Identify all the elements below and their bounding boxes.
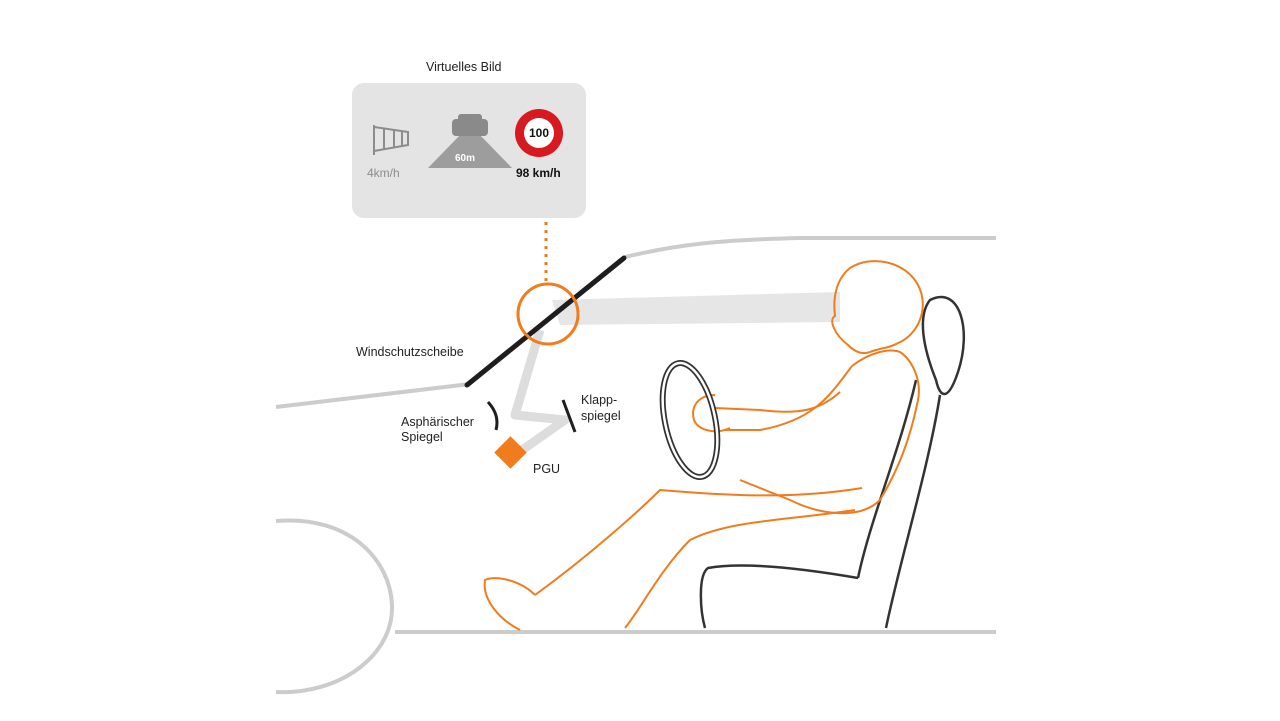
- aspheric-mirror-label-1: Asphärischer: [401, 415, 474, 429]
- driver-foot: [483, 577, 536, 631]
- car-ahead-icon: [428, 114, 512, 168]
- pgu-diamond-icon: [494, 436, 527, 469]
- aspheric-mirror-label-2: Spiegel: [401, 430, 443, 444]
- driver-head: [831, 260, 924, 355]
- light-beam: [552, 292, 840, 325]
- windsock-icon: [373, 125, 409, 155]
- fold-mirror-label-1: Klapp-: [581, 393, 618, 407]
- speed-limit-sign-icon: [515, 109, 563, 157]
- hood-line: [275, 382, 471, 409]
- optical-path: [510, 328, 570, 459]
- vehicle-speed-text: 98 km/h: [516, 166, 561, 180]
- pgu-label: PGU: [533, 462, 561, 476]
- car-outline: [275, 236, 996, 695]
- steering-wheel-icon: [659, 360, 721, 480]
- driver-seat-icon: [699, 295, 965, 629]
- aspheric-mirror-icon: [486, 400, 499, 431]
- front-wheel-arch: [275, 518, 395, 695]
- virtual-image-label: Virtuelles Bild: [426, 60, 502, 74]
- wind-speed-text: 4km/h: [367, 166, 400, 180]
- virtual-image-panel: 4km/h 60m 100 98 km/h: [352, 83, 586, 218]
- driver-torso: [739, 349, 920, 515]
- reflection-circle: [516, 282, 580, 346]
- roof-line: [624, 236, 996, 259]
- driver-arm-lower: [714, 391, 841, 413]
- driver-leg: [624, 509, 856, 629]
- windshield-line: [464, 255, 627, 388]
- driver-thigh: [534, 487, 863, 596]
- fold-mirror-icon: [561, 399, 577, 433]
- fold-mirror-label-2: spiegel: [581, 409, 621, 423]
- distance-text: 60m: [455, 153, 476, 164]
- speed-limit-text: 100: [528, 126, 550, 140]
- windshield-label: Windschutzscheibe: [356, 345, 464, 359]
